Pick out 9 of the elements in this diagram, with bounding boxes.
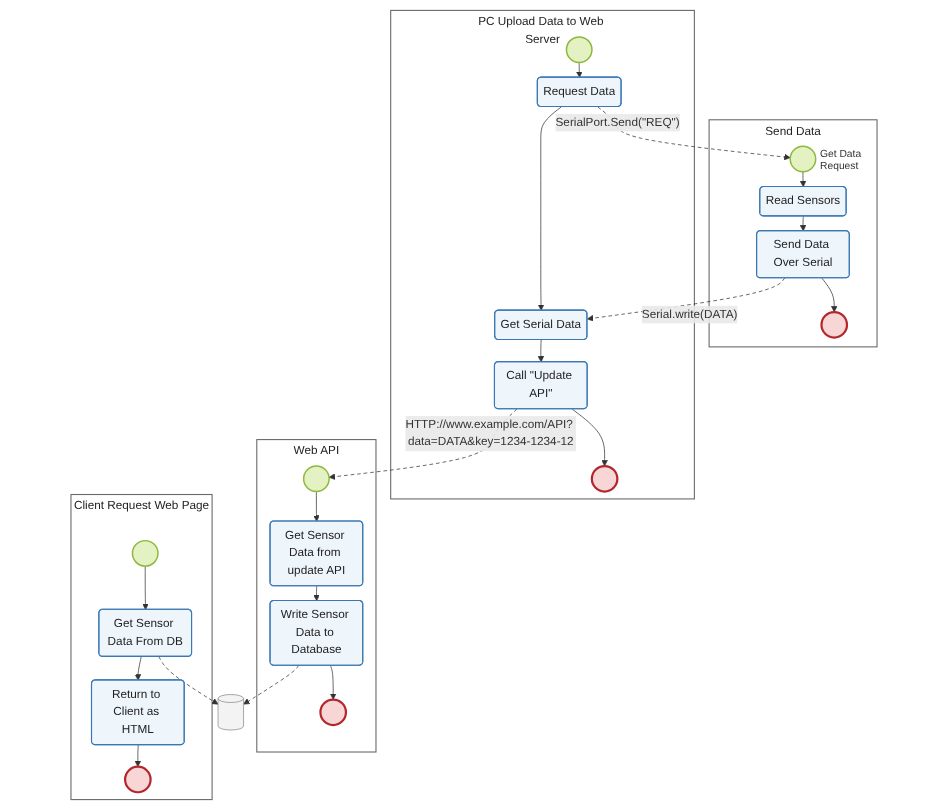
node-circle (302, 465, 330, 493)
node-cylinder (217, 694, 244, 731)
node-circle (789, 145, 817, 173)
node-circle (124, 765, 152, 794)
node-circle (565, 36, 593, 64)
node-circle (131, 539, 159, 567)
node-circle (820, 310, 849, 339)
node-circle (319, 698, 348, 727)
node-circle (590, 464, 619, 493)
